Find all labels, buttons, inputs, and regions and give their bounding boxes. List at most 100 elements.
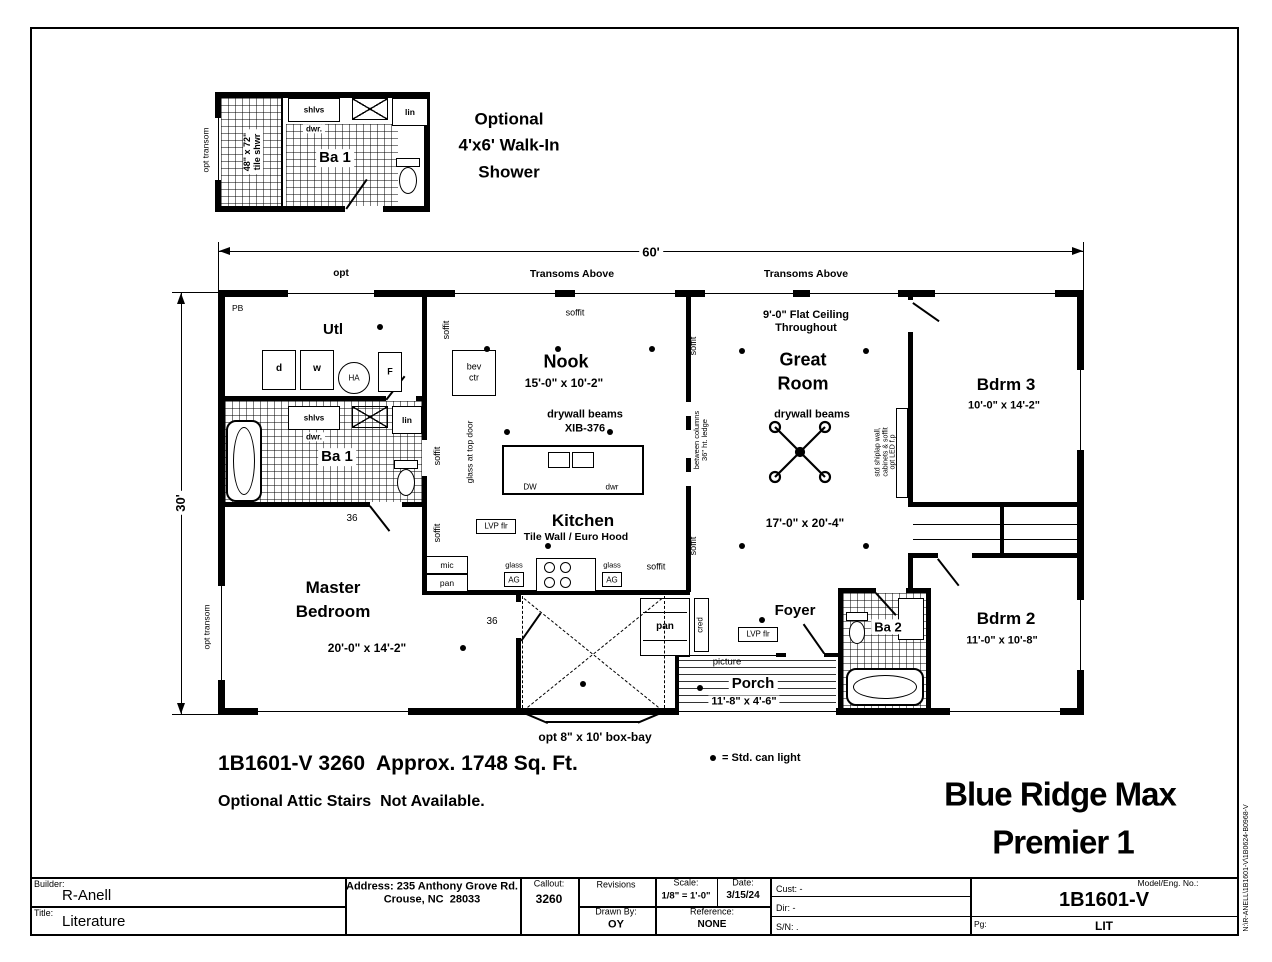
drywall-beams-label: drywall beams xyxy=(547,408,623,421)
pantry-cabinet xyxy=(426,574,468,592)
titleblock-line xyxy=(770,916,970,917)
kitchen-sub-label: Tile Wall / Euro Hood xyxy=(523,530,629,543)
beverage-center xyxy=(452,350,496,396)
wall xyxy=(215,92,430,98)
shlvs-label: shlvs xyxy=(303,105,325,115)
microwave-cabinet xyxy=(426,556,468,574)
can-light-dot xyxy=(580,681,586,687)
burner-icon xyxy=(544,577,555,588)
boxbay-wall xyxy=(546,721,640,723)
door-opening xyxy=(938,553,972,558)
picture-window xyxy=(690,653,776,657)
window xyxy=(1077,370,1084,450)
lvp-tag xyxy=(738,627,778,642)
dim-30-label: 30' xyxy=(173,491,189,515)
linen-closet xyxy=(392,406,422,434)
can-light-dot xyxy=(697,685,703,691)
dim-ext-line xyxy=(218,242,219,290)
linen-label: lin xyxy=(405,106,415,117)
door-opening xyxy=(370,502,402,507)
utl-label: Utl xyxy=(323,321,343,339)
dim-36-label: 36 xyxy=(343,513,361,525)
titleblock-line xyxy=(970,877,972,936)
wall xyxy=(424,92,430,212)
transoms-label: Transoms Above xyxy=(529,267,615,280)
wall xyxy=(1000,502,1004,558)
door-opening xyxy=(386,396,416,401)
shelf-line xyxy=(643,612,687,613)
boxbay-dashed-line xyxy=(522,596,523,708)
sink-icon xyxy=(548,452,570,468)
soffit-label: soffit xyxy=(688,336,699,356)
lit-value: LIT xyxy=(1095,918,1113,933)
freezer xyxy=(378,352,402,392)
transoms-label: Transoms Above xyxy=(763,267,849,280)
bdrm3-size: 10'-0" x 14'-2" xyxy=(968,399,1040,412)
cust-field: Cust: - xyxy=(776,884,803,894)
shelf-line xyxy=(643,640,687,641)
window xyxy=(455,290,555,297)
callout-value: 3260 xyxy=(535,891,563,906)
sn-field: S/N: . xyxy=(776,922,799,932)
revisions-field-label: Revisions xyxy=(596,879,636,890)
column xyxy=(686,458,691,472)
wall xyxy=(926,588,931,715)
can-light-dot xyxy=(555,346,561,352)
attic-note: Optional Attic Stairs Not Available. xyxy=(218,793,485,810)
window xyxy=(258,708,408,715)
window xyxy=(935,290,1055,297)
wall xyxy=(422,290,427,440)
dir-field: Dir: - xyxy=(776,903,796,913)
pg-field-label: Pg: xyxy=(974,919,987,929)
builder-field-label: Builder: xyxy=(34,879,65,889)
door-opening xyxy=(516,602,521,638)
freezer-label: F xyxy=(387,366,393,377)
wall xyxy=(675,653,679,715)
can-light-legend-dot xyxy=(710,755,716,761)
detail-room-label: Ba 1 xyxy=(316,149,354,167)
ba1-label: Ba 1 xyxy=(318,448,356,466)
door-opening xyxy=(908,300,913,332)
opt-transom-label: opt transom xyxy=(201,604,212,650)
burner-icon xyxy=(560,577,571,588)
pb-label: PB xyxy=(232,303,244,313)
soffit-label: soffit xyxy=(441,320,452,340)
burner-icon xyxy=(560,562,571,573)
dw-label: DW xyxy=(523,482,537,492)
wall xyxy=(422,590,690,595)
door-opening xyxy=(786,653,824,657)
window xyxy=(575,290,675,297)
pan-closet-label: pan xyxy=(653,621,677,633)
plan-id-text: 1B1601-V 3260 Approx. 1748 Sq. Ft. xyxy=(218,752,578,775)
porch-size: 11'-8" x 4'-6" xyxy=(708,695,780,709)
titleblock-line xyxy=(970,916,1239,917)
can-light-legend: = Std. can light xyxy=(722,752,801,764)
window xyxy=(705,290,793,297)
dim-arrow xyxy=(177,703,185,714)
closet-rod xyxy=(913,524,1077,525)
dim-60-label: 60' xyxy=(639,244,663,260)
lvp-label: LVP flr xyxy=(484,521,508,531)
can-light-dot xyxy=(739,348,745,354)
wall xyxy=(215,206,430,212)
window xyxy=(218,586,225,680)
can-light-dot xyxy=(484,346,490,352)
wall xyxy=(686,290,691,402)
window xyxy=(810,290,898,297)
soffit-label: soffit xyxy=(432,523,443,543)
date-value: 3/15/24 xyxy=(726,890,760,902)
nook-size: 15'-0" x 10'-2" xyxy=(524,375,604,390)
reference-field-label: Reference: xyxy=(689,906,735,917)
closet-shelf xyxy=(913,539,1077,540)
dim-ext-line xyxy=(172,292,218,293)
wall xyxy=(218,502,427,507)
bdrm2-label: Bdrm 2 xyxy=(976,608,1036,628)
dim-ext-line xyxy=(172,714,218,715)
title-field-label: Title: xyxy=(34,908,54,918)
ag-label: AG xyxy=(508,575,520,585)
callout-field-label: Callout: xyxy=(533,878,565,889)
bathtub-icon xyxy=(226,420,262,502)
cred-label: cred xyxy=(695,617,705,633)
boxbay-dashed-line xyxy=(664,596,665,708)
